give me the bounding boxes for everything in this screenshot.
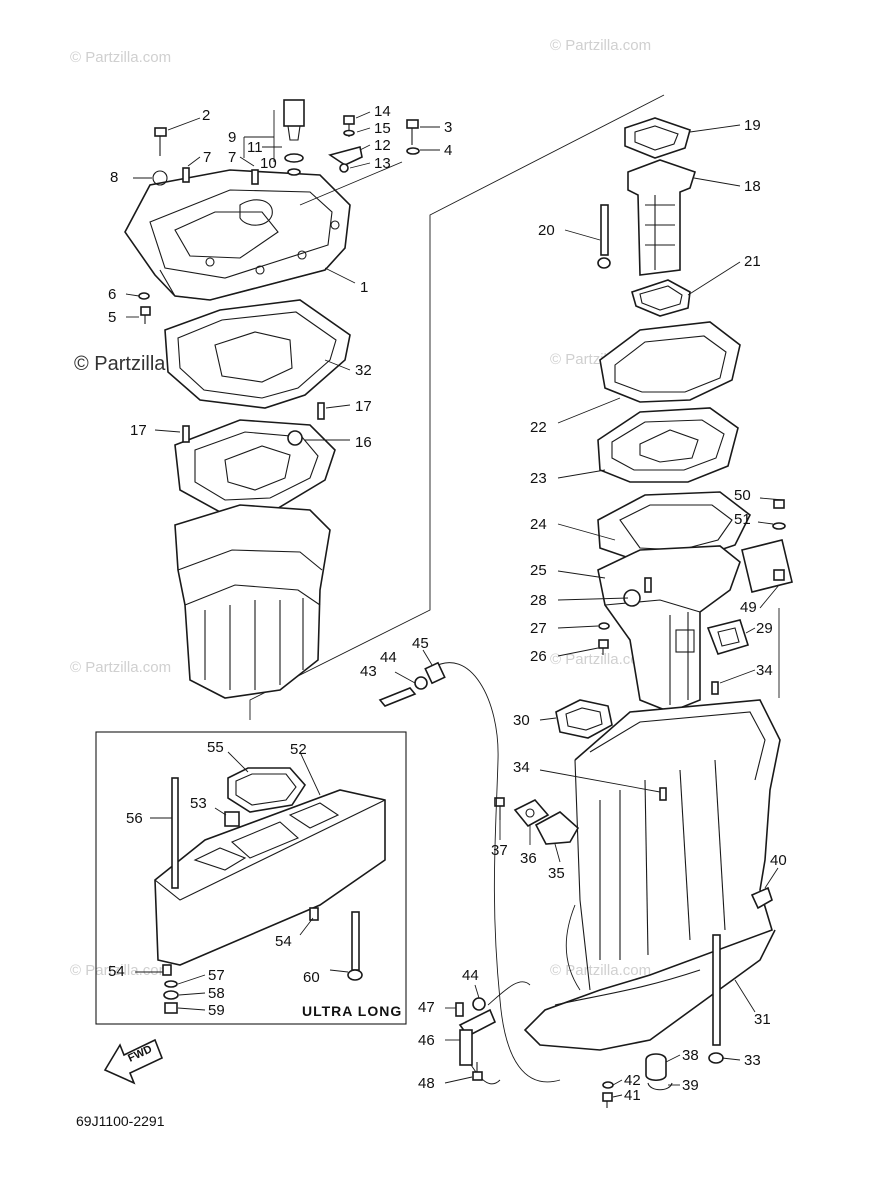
callout-30: 30 — [513, 712, 530, 729]
callout-20: 20 — [538, 222, 555, 239]
top-fasteners — [138, 99, 420, 324]
assembly-boundary-line — [249, 94, 665, 720]
watermark-7: © Partzilla.com — [70, 962, 171, 979]
callout-44a: 44 — [380, 649, 397, 666]
callout-8: 8 — [110, 169, 118, 186]
callout-38: 38 — [682, 1047, 699, 1064]
callout-22: 22 — [530, 419, 547, 436]
callout-51: 51 — [734, 511, 751, 528]
callout-40: 40 — [770, 852, 787, 869]
ultra-long-inset-frame — [95, 731, 407, 1025]
callout-59: 59 — [208, 1002, 225, 1019]
upper-casing-cover — [124, 169, 351, 301]
upper-drive-housing — [555, 491, 793, 739]
callout-56: 56 — [126, 810, 143, 827]
callout-25: 25 — [530, 562, 547, 579]
callout-54b: 54 — [108, 963, 125, 980]
callout-39: 39 — [682, 1077, 699, 1094]
callout-19: 19 — [744, 117, 761, 134]
callout-26: 26 — [530, 648, 547, 665]
callout-18: 18 — [744, 178, 761, 195]
callout-32: 32 — [355, 362, 372, 379]
ultra-long-inset-parts — [154, 767, 386, 1014]
exhaust-guide-housing — [174, 504, 331, 699]
fitting-46-47-48 — [455, 997, 497, 1081]
callout-5: 5 — [108, 309, 116, 326]
hose-lines — [431, 662, 581, 1085]
callout-47: 47 — [418, 999, 435, 1016]
callout-31: 31 — [754, 1011, 771, 1028]
callout-17a: 17 — [130, 422, 147, 439]
callout-53: 53 — [190, 795, 207, 812]
watermark-8: © Partzilla.com — [550, 962, 651, 979]
callout-13: 13 — [374, 155, 391, 172]
callout-29: 29 — [756, 620, 773, 637]
callout-54a: 54 — [275, 933, 292, 950]
callout-14: 14 — [374, 103, 391, 120]
callout-34a: 34 — [756, 662, 773, 679]
callout-11: 11 — [247, 139, 263, 156]
callout-57: 57 — [208, 967, 225, 984]
callout-37: 37 — [491, 842, 508, 859]
callout-9: 9 — [228, 129, 236, 146]
callout-4: 4 — [444, 142, 452, 159]
callout-46: 46 — [418, 1032, 435, 1049]
callout-28: 28 — [530, 592, 547, 609]
callout-17b: 17 — [355, 398, 372, 415]
leader-lines — [125, 110, 784, 1098]
fitting-43-44-45 — [378, 661, 446, 707]
callout-36: 36 — [520, 850, 537, 867]
gasket-32 — [164, 299, 351, 409]
callout-6: 6 — [108, 286, 116, 303]
watermark-6: © Partzilla.com — [550, 651, 651, 668]
callout-2: 2 — [202, 107, 210, 124]
callout-55: 55 — [207, 739, 224, 756]
watermark-1: © Partzilla.com — [70, 49, 171, 66]
callout-33: 33 — [744, 1052, 761, 1069]
callout-50: 50 — [734, 487, 751, 504]
callout-44b: 44 — [462, 967, 479, 984]
callout-60: 60 — [303, 969, 320, 986]
mount-plate-16 — [174, 402, 336, 513]
callout-41: 41 — [624, 1087, 641, 1104]
callout-numbers: 1 2 3 4 5 6 7 7 8 9 10 11 12 13 14 15 16… — [108, 103, 787, 1104]
callout-7a: 7 — [203, 149, 211, 166]
lower-housing-31 — [494, 681, 781, 1108]
callout-21: 21 — [744, 253, 761, 270]
callout-24: 24 — [530, 516, 547, 533]
callout-42: 42 — [624, 1072, 641, 1089]
callout-1: 1 — [360, 279, 368, 296]
callout-7b: 7 — [228, 149, 236, 166]
drawing-code: 69J1100-2291 — [76, 1113, 165, 1129]
callout-15: 15 — [374, 120, 391, 137]
watermark-5: © Partzilla.com — [70, 659, 171, 676]
callout-45: 45 — [412, 635, 429, 652]
callout-16: 16 — [355, 434, 372, 451]
callout-35: 35 — [548, 865, 565, 882]
watermark-2: © Partzilla.com — [550, 37, 651, 54]
callout-23: 23 — [530, 470, 547, 487]
fwd-arrow: FWD — [103, 1038, 164, 1085]
callout-43: 43 — [360, 663, 377, 680]
callout-52: 52 — [290, 741, 307, 758]
right-upper-parts — [597, 117, 741, 483]
callout-58: 58 — [208, 985, 225, 1002]
callout-3: 3 — [444, 119, 452, 136]
callout-27: 27 — [530, 620, 547, 637]
callout-10: 10 — [260, 155, 277, 172]
callout-48: 48 — [418, 1075, 435, 1092]
callout-49: 49 — [740, 599, 757, 616]
callout-12: 12 — [374, 137, 391, 154]
inset-label: ULTRA LONG — [302, 1003, 402, 1019]
callout-34b: 34 — [513, 759, 530, 776]
